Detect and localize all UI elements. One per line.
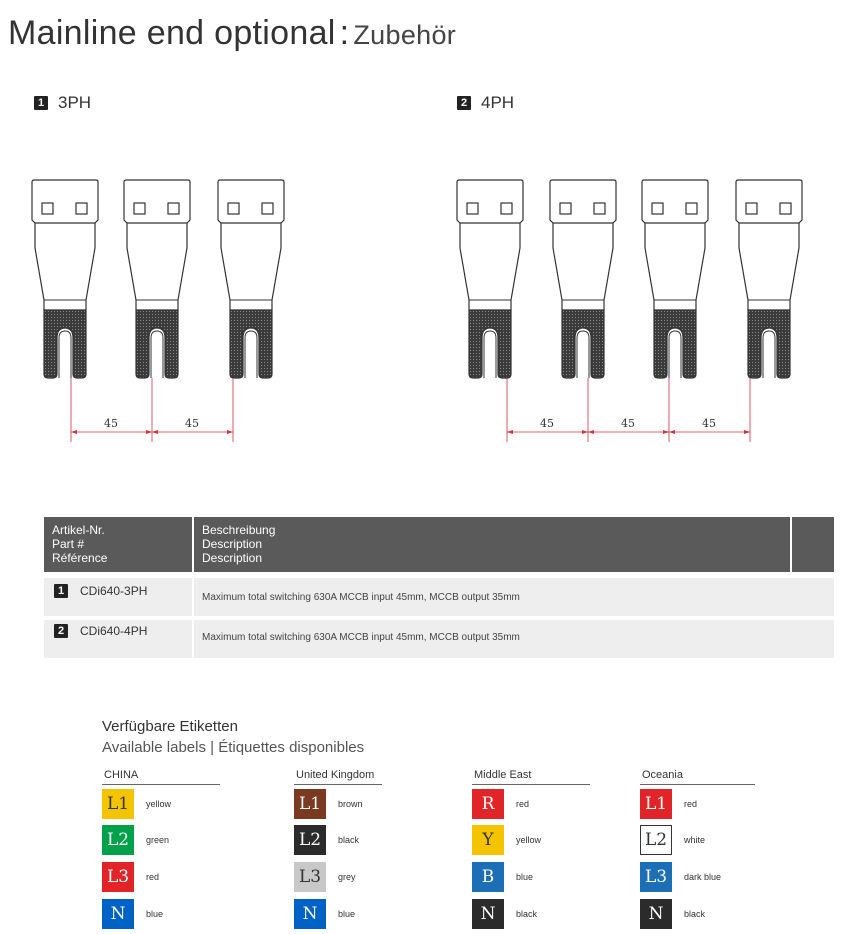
label-color-name: black — [684, 909, 706, 919]
region-underline — [472, 784, 590, 785]
part-number: CDi640-3PH — [80, 584, 148, 598]
region-title: Middle East — [474, 769, 532, 781]
label-color-name: blue — [338, 909, 356, 919]
label-swatch: L3 — [640, 862, 672, 892]
label-swatch: L3 — [102, 862, 134, 892]
table-row — [44, 578, 834, 616]
header-text: Beschreibung — [202, 523, 276, 537]
label-color-name: blue — [146, 909, 164, 919]
label-color-name: red — [684, 799, 698, 809]
label-color-name: dark blue — [684, 872, 722, 882]
label-swatch: L2 — [294, 825, 326, 855]
label-swatch: Y — [472, 825, 504, 855]
part-number-cell: 2 CDi640-4PH — [54, 624, 147, 638]
section-number-badge: 2 — [457, 96, 471, 110]
label-color-name: white — [684, 835, 706, 845]
region-underline — [294, 784, 382, 785]
label-swatch: N — [294, 899, 326, 929]
label-swatch: L1 — [640, 789, 672, 819]
label-swatch: L1 — [294, 789, 326, 819]
label-color-name: black — [516, 909, 538, 919]
section-3ph-header: 1 3PH — [34, 93, 91, 113]
dimension-label: 45 — [104, 417, 118, 430]
title-main: Mainline end optional — [8, 14, 336, 52]
label-color-name: yellow — [146, 799, 172, 809]
label-color-name: yellow — [516, 835, 542, 845]
table-row-divider — [192, 620, 194, 658]
label-swatch: L1 — [102, 789, 134, 819]
label-swatch: N — [102, 899, 134, 929]
label-swatch: L2 — [102, 825, 134, 855]
header-text: Référence — [52, 551, 108, 565]
region-title: Oceania — [642, 769, 683, 781]
busbar-4ph-2 — [549, 179, 617, 379]
label-color-name: brown — [338, 799, 363, 809]
table-row — [44, 620, 834, 658]
label-color-name: green — [146, 835, 170, 845]
section-4ph-header: 2 4PH — [457, 93, 514, 113]
dimension-label: 45 — [185, 417, 199, 430]
busbar-4ph-3 — [641, 179, 709, 379]
title-separator: : — [339, 14, 350, 52]
busbar-drawings: 45 45 45 45 45 — [31, 179, 803, 442]
description-cell: Maximum total switching 630A MCCB input … — [202, 632, 520, 643]
region-underline — [102, 784, 220, 785]
header-text: Description — [202, 551, 263, 565]
busbar-4ph-4 — [735, 179, 803, 379]
page-title: Mainline end optional:Zubehör — [8, 14, 456, 53]
label-swatch: L2 — [640, 825, 672, 855]
dimension-label: 45 — [540, 417, 554, 430]
table-header-end-divider — [790, 517, 792, 572]
labels-subheading: Available labels | Étiquettes disponible… — [102, 739, 365, 756]
dimension-label: 45 — [702, 417, 716, 430]
label-swatch: N — [472, 899, 504, 929]
description-cell: Maximum total switching 630A MCCB input … — [202, 592, 520, 603]
dimension-label: 45 — [621, 417, 635, 430]
region-title: CHINA — [104, 769, 139, 781]
table-row-divider — [192, 578, 194, 616]
section-number-badge: 1 — [34, 96, 48, 110]
row-number-badge: 1 — [54, 584, 68, 598]
busbar-3ph-3 — [217, 179, 285, 379]
label-color-name: black — [338, 835, 360, 845]
busbar-3ph-2 — [123, 179, 191, 379]
header-text: Description — [202, 537, 263, 551]
region-underline — [640, 784, 755, 785]
label-swatch: N — [640, 899, 672, 929]
table-header — [44, 517, 834, 572]
table-header-divider — [192, 517, 194, 572]
label-swatch: L3 — [294, 862, 326, 892]
busbar-4ph-1 — [456, 179, 524, 379]
title-sub: Zubehör — [353, 20, 457, 50]
dimension-lines-3ph — [70, 378, 234, 442]
section-label: 4PH — [481, 93, 515, 112]
dimension-lines-4ph — [506, 378, 751, 442]
part-number-cell: 1 CDi640-3PH — [54, 584, 147, 598]
label-swatch: B — [472, 862, 504, 892]
part-number: CDi640-4PH — [80, 624, 148, 638]
busbar-3ph-1 — [31, 179, 99, 379]
labels-heading: Verfügbare Etiketten — [102, 718, 238, 735]
region-title: United Kingdom — [296, 769, 375, 781]
header-text: Part # — [52, 537, 85, 551]
label-color-name: red — [516, 799, 530, 809]
label-color-name: red — [146, 872, 160, 882]
label-color-name: grey — [338, 872, 356, 882]
label-color-name: blue — [516, 872, 534, 882]
table-header-col-description: Beschreibung Description Description — [202, 523, 275, 565]
section-label: 3PH — [58, 93, 92, 112]
row-number-badge: 2 — [54, 624, 68, 638]
label-swatch: R — [472, 789, 504, 819]
header-text: Artikel-Nr. — [52, 523, 105, 537]
table-header-col-part: Artikel-Nr. Part # Référence — [52, 523, 107, 565]
